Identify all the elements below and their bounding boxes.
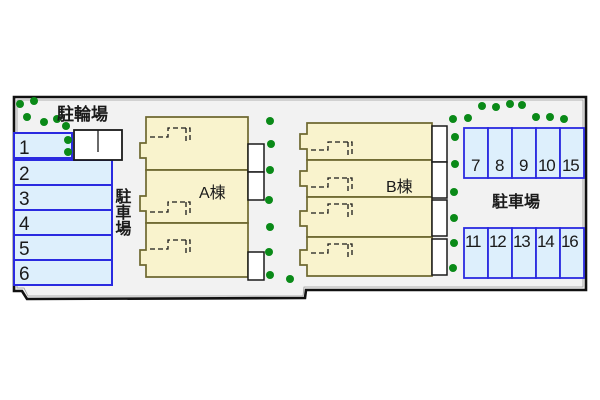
parking-stall-1[interactable] [13,132,73,159]
tree-icon [478,102,486,110]
parking-stall-9[interactable] [511,127,537,179]
tree-icon [40,118,48,126]
building-a-unit-1 [139,116,249,171]
parking-stall-5[interactable] [13,234,113,261]
parking-stall-11-number: 11 [465,232,481,251]
parking-stall-11[interactable] [463,227,489,279]
building-b-balcony-4 [431,238,448,276]
parking-stall-15[interactable] [559,127,585,179]
parking-stall-4[interactable] [13,209,113,236]
parking-stall-2[interactable] [13,159,113,186]
building-a-interior-walls [150,127,191,254]
parking-stall-12[interactable] [487,227,513,279]
tree-icon [532,113,540,121]
tree-icon [266,117,274,125]
parking-right-top-row[interactable] [463,127,585,179]
building-b-unit-3 [299,196,433,238]
tree-icon [449,264,457,272]
bicycle-parking-label: 駐輪場 [57,105,108,125]
tree-icon [23,113,31,121]
building-a-balcony-3 [247,251,265,281]
tree-icon [266,166,274,174]
building-b-balcony-1 [431,125,448,163]
tree-icon [546,113,554,121]
building-b-interior-walls [311,141,353,259]
parking-stall-14[interactable] [535,227,561,279]
tree-icon [53,115,61,123]
tree-icon [518,101,526,109]
parking-left-label: 駐車場 [112,188,132,236]
parking-stall-2-number: 2 [19,164,30,185]
parking-stall-15-number: 15 [562,156,580,175]
tree-icon [30,97,38,105]
parking-stall-16[interactable] [559,227,585,279]
building-a-balcony-2 [247,171,265,201]
parking-stall-9-number: 9 [519,156,529,175]
tree-icon [266,223,274,231]
parking-stall-4-number: 4 [19,214,30,235]
parking-stall-6[interactable] [13,259,113,286]
parking-stall-3-number: 3 [19,189,30,210]
tree-icon [265,248,273,256]
tree-icon [449,115,457,123]
parking-stall-12-number: 12 [489,232,507,251]
tree-icon [560,115,568,123]
tree-icon [450,188,458,196]
parking-stall-10-number: 10 [538,156,556,175]
tree-icon [450,239,458,247]
parking-stall-5-number: 5 [19,239,30,260]
parking-right-label: 駐車場 [492,192,541,211]
parking-stall-7-number: 7 [471,156,481,175]
building-b-balcony-2 [431,161,448,199]
building-b-unit-4 [299,236,433,277]
tree-markers [16,97,568,283]
building-a-unit-3 [139,222,249,278]
tree-icon [492,103,500,111]
parking-stall-8[interactable] [487,127,513,179]
parking-stall-13-number: 13 [513,232,531,251]
parking-stall-16-number: 16 [561,232,579,251]
tree-icon [16,100,24,108]
tree-icon [506,100,514,108]
tree-icon [451,133,459,141]
parking-stall-14-number: 14 [537,232,555,251]
tree-icon [464,114,472,122]
building-b-label: B棟 [386,179,413,196]
tree-icon [450,214,458,222]
building-a-balcony-1 [247,143,265,173]
tree-icon [62,122,70,130]
building-a-label: A棟 [199,185,226,202]
tree-icon [64,136,72,144]
tree-icon [286,275,294,283]
building-b[interactable] [299,122,448,277]
tree-icon [266,271,274,279]
tree-icon [267,140,275,148]
tree-icon [265,196,273,204]
tree-icon [64,148,72,156]
parking-stall-1-number: 1 [19,138,30,159]
parking-right-bottom-row[interactable] [463,227,585,279]
building-b-unit-1 [299,122,433,161]
building-b-balcony-3 [431,199,448,237]
parking-stall-10[interactable] [535,127,561,179]
tree-icon [451,160,459,168]
parking-stall-6-number: 6 [19,264,30,285]
parking-stall-8-number: 8 [495,156,505,175]
building-a-unit-2 [139,169,249,224]
building-a[interactable] [139,116,265,281]
